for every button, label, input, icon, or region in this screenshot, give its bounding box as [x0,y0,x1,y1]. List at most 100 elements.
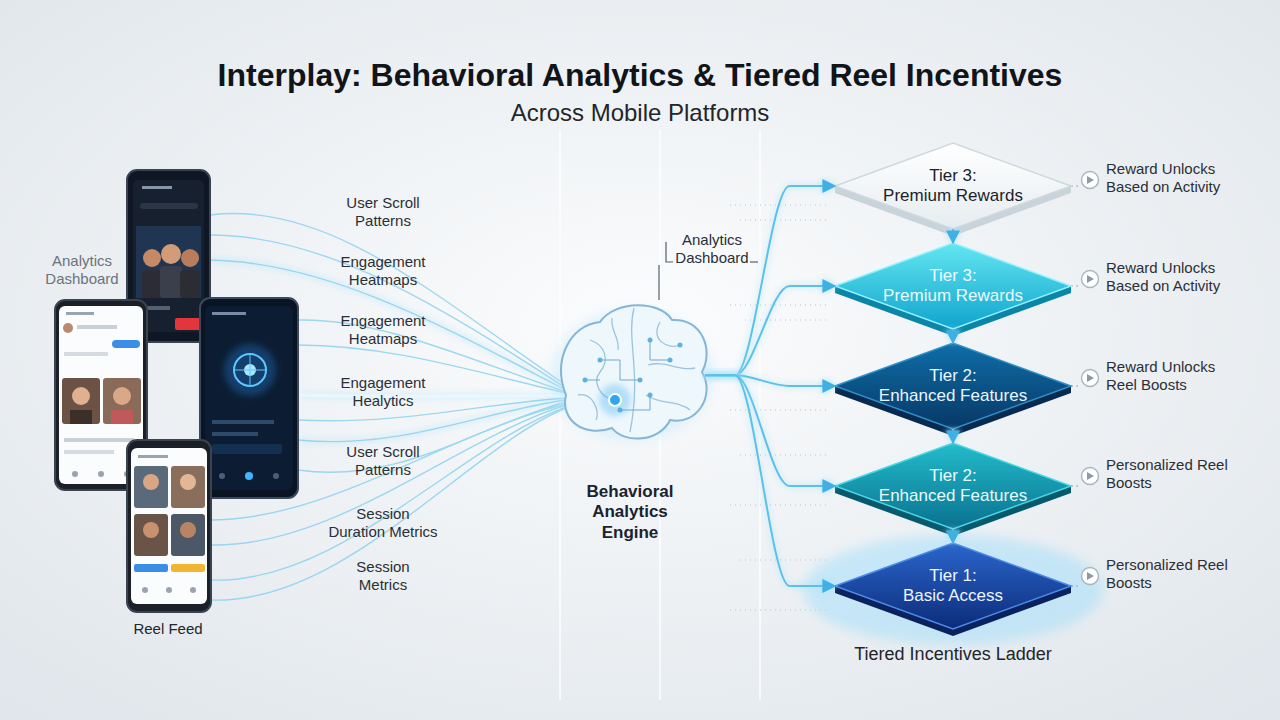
tier-number: Tier 2: [855,466,1051,486]
phone-mockup [112,340,140,348]
brain-illustration [552,305,712,440]
data-stream [298,320,566,392]
phone-mockup [64,450,114,454]
phone-mockup [273,473,279,479]
tier-diamond: Tier 2:Enhanced Features [835,443,1071,529]
light-streak [559,130,561,700]
phone-mockup [70,410,92,424]
phone-mockup [62,378,100,424]
reward-note: Reward Unlocks Based on Activity [1106,160,1241,196]
phone-mockup [171,564,205,572]
stream-label: Engagement Healytics [333,374,433,410]
phone-mockup [171,514,205,556]
flow-arrow [705,186,835,375]
tier-face [835,543,1071,629]
data-stream [298,402,566,472]
phone-mockup [234,354,266,386]
tier-face [835,243,1071,329]
play-icon [1087,374,1094,382]
analytics-engine: Behavioral Analytics Engine [555,300,705,543]
phone-mockup [224,344,276,396]
play-icon [1082,568,1099,585]
phone-mockup [111,410,133,424]
brain-illustration [657,322,680,346]
brain-illustration [646,395,690,410]
stream-label: User Scroll Patterns [336,194,431,230]
phone-mockup [245,472,253,480]
grid-dots [730,205,830,206]
phone-mockup [200,298,298,498]
phone-mockup [131,448,207,604]
phone-mockup [212,312,246,315]
phone-mockup [72,471,78,477]
brain-illustration [612,318,619,350]
phone-mockup [171,466,205,508]
grid-dots [740,220,830,221]
brain-illustration [630,308,635,432]
brain-illustration [650,340,670,360]
brain-illustration [598,358,603,363]
node-label: Behavioral Analytics Engine [570,482,690,543]
light-streak [560,130,760,700]
phone-mockup [63,323,73,333]
tier-glow [803,535,1103,645]
phone-mockup [166,587,172,593]
tier-number: Tier 3: [855,266,1051,286]
light-streak [759,130,761,700]
tier-diamond: Tier 1:Basic Access [835,543,1071,629]
tier-face [835,343,1071,429]
phone-mockup [142,186,172,189]
play-icon [1087,275,1094,283]
stream-label: Session Duration Metrics [328,505,439,541]
subtitle: Across Mobile Platforms [340,99,940,128]
reward-note: Personalized Reel Boosts [1106,456,1241,492]
tier-diamond: Tier 3:Premium Rewards [835,143,1071,229]
phone-mockup [138,455,168,458]
phone-mockup [134,514,168,556]
brain-illustration [668,358,673,363]
reward-note: Reward Unlocks Reel Boosts [1106,358,1241,394]
stream-label: Engagement Heatmaps [333,312,433,348]
brain-illustration [678,343,683,348]
phone-mockup [160,266,182,298]
phone-mockup [66,312,94,315]
grid-dots [730,505,830,506]
phone-mockup [200,298,298,498]
phone-mockup [103,378,141,424]
phone-mockup [212,432,258,436]
brain-illustration [599,384,631,416]
grid-dots [730,410,830,411]
phone-mockup [64,438,134,442]
phone-mockup [142,270,162,298]
phone-mockup [113,387,131,405]
brain-illustration [648,364,695,369]
play-icon [1082,172,1099,189]
phone-mockup [140,203,198,209]
play-icon [1082,468,1099,485]
tier-name: Premium Rewards [855,186,1051,206]
play-icon [1087,176,1094,184]
phone-mockup [127,440,211,612]
phone-mockup [175,318,202,330]
phone-mockup [77,325,117,329]
bracket [750,261,758,262]
tier-name: Enhanced Features [855,486,1051,506]
brain-illustration [583,338,683,413]
phone-mockup [134,564,168,572]
tier-number: Tier 1: [855,566,1051,586]
phone-mockup [234,354,266,386]
phone-mockup [98,471,104,477]
tier-number: Tier 3: [855,166,1051,186]
phone-mockup [180,474,196,490]
tier-face [835,143,1071,229]
tier-name: Basic Access [855,586,1051,606]
flow-arrow [705,375,835,586]
diagram-title: Interplay: Behavioral Analytics & Tiered… [218,56,1063,94]
flow-arrow [705,375,835,486]
grid-dots [730,305,830,306]
data-stream [300,395,566,396]
brain-illustration [600,360,640,380]
reward-note: Personalized Reel Boosts [1106,556,1241,592]
